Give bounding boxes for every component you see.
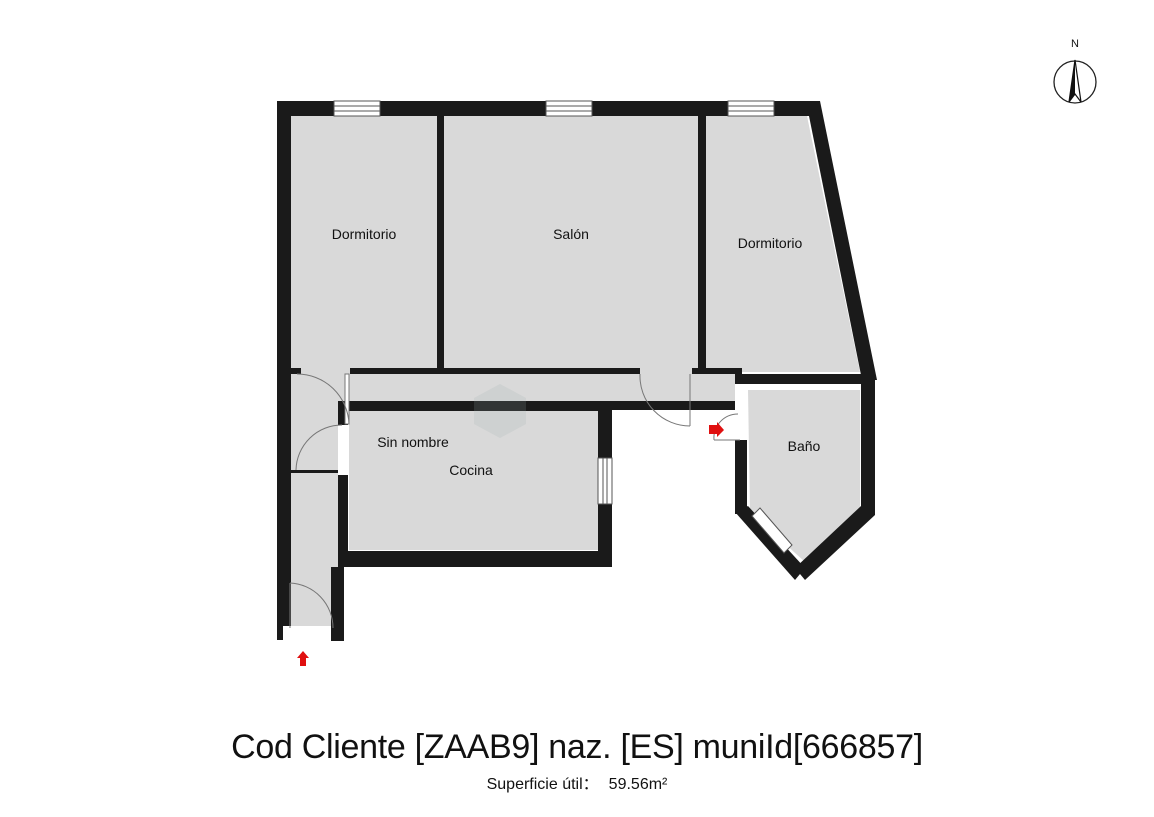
floor-bathroom: [748, 390, 860, 562]
door-bathroom: [713, 384, 747, 441]
wall-mid-1: [291, 368, 301, 374]
floor-kitchen: [349, 410, 598, 550]
floor-bedroom-left: [291, 116, 437, 372]
wall-right-diagonal: [806, 101, 877, 380]
wall-corridor-inner: [291, 470, 341, 473]
room-label-living-room: Salón: [553, 226, 589, 242]
wall-bath-top: [735, 374, 875, 384]
wall-kitchen-left-lower: [338, 475, 348, 567]
window-bathroom: [751, 507, 793, 554]
floor-living-room: [444, 116, 698, 372]
wall-mid-2: [350, 368, 640, 374]
windows: [333, 100, 793, 554]
surface-area: Superficie útil： 59.56m²: [0, 770, 1154, 794]
wall-bath-bottom-left: [735, 506, 805, 580]
room-label-kitchen: Cocina: [449, 462, 493, 478]
door-kitchen: [295, 424, 348, 475]
plan-title: Cod Cliente [ZAAB9] naz. [ES] muniId[666…: [231, 728, 923, 766]
entrance-arrow-icon: [297, 651, 309, 666]
wall-corridor-right: [331, 567, 344, 641]
north-arrow-icon: [1068, 59, 1082, 103]
wall-partition-2: [698, 116, 706, 372]
wall-kitchen-left: [338, 401, 348, 425]
wall-entrance-left: [277, 626, 283, 640]
wall-top: [277, 101, 810, 116]
room-label-unnamed: Sin nombre: [377, 434, 449, 450]
window-kitchen: [597, 457, 613, 505]
wall-bath-right: [861, 380, 875, 515]
wall-bath-bottom-right: [795, 506, 875, 580]
secondary-entrance-arrow-icon: [709, 422, 724, 437]
surface-area-value: 59.56m²: [608, 776, 668, 793]
door-hall-living: [639, 368, 692, 427]
floor-hallway: [291, 372, 741, 402]
watermark-logo: [474, 384, 526, 438]
entrance-markers: [297, 422, 724, 666]
door-hall-bedroom: [296, 373, 350, 425]
wall-kitchen-top: [338, 401, 612, 411]
room-label-bedroom-left: Dormitorio: [332, 226, 397, 242]
compass: N: [1053, 38, 1097, 104]
room-labels: Dormitorio Salón Dormitorio Sin nombre C…: [332, 226, 821, 478]
wall-bath-left: [735, 440, 747, 514]
surface-area-label: Superficie útil：: [486, 776, 599, 793]
wall-mid-3: [692, 368, 742, 374]
window-bedroom-right: [727, 100, 775, 117]
wall-kitchen-bottom: [338, 551, 612, 567]
compass-north-label: N: [1071, 38, 1079, 50]
wall-left: [277, 101, 291, 628]
room-label-bathroom: Baño: [788, 438, 821, 454]
wall-kitchen-top-right: [612, 401, 737, 410]
window-bedroom-left: [333, 100, 381, 117]
room-label-bedroom-right: Dormitorio: [738, 235, 803, 251]
floor-bedroom-right: [706, 116, 860, 372]
door-entrance: [283, 582, 334, 640]
doors: [283, 368, 747, 640]
window-living-room: [545, 100, 593, 117]
walls: [277, 101, 877, 641]
wall-partition-1: [437, 116, 444, 372]
